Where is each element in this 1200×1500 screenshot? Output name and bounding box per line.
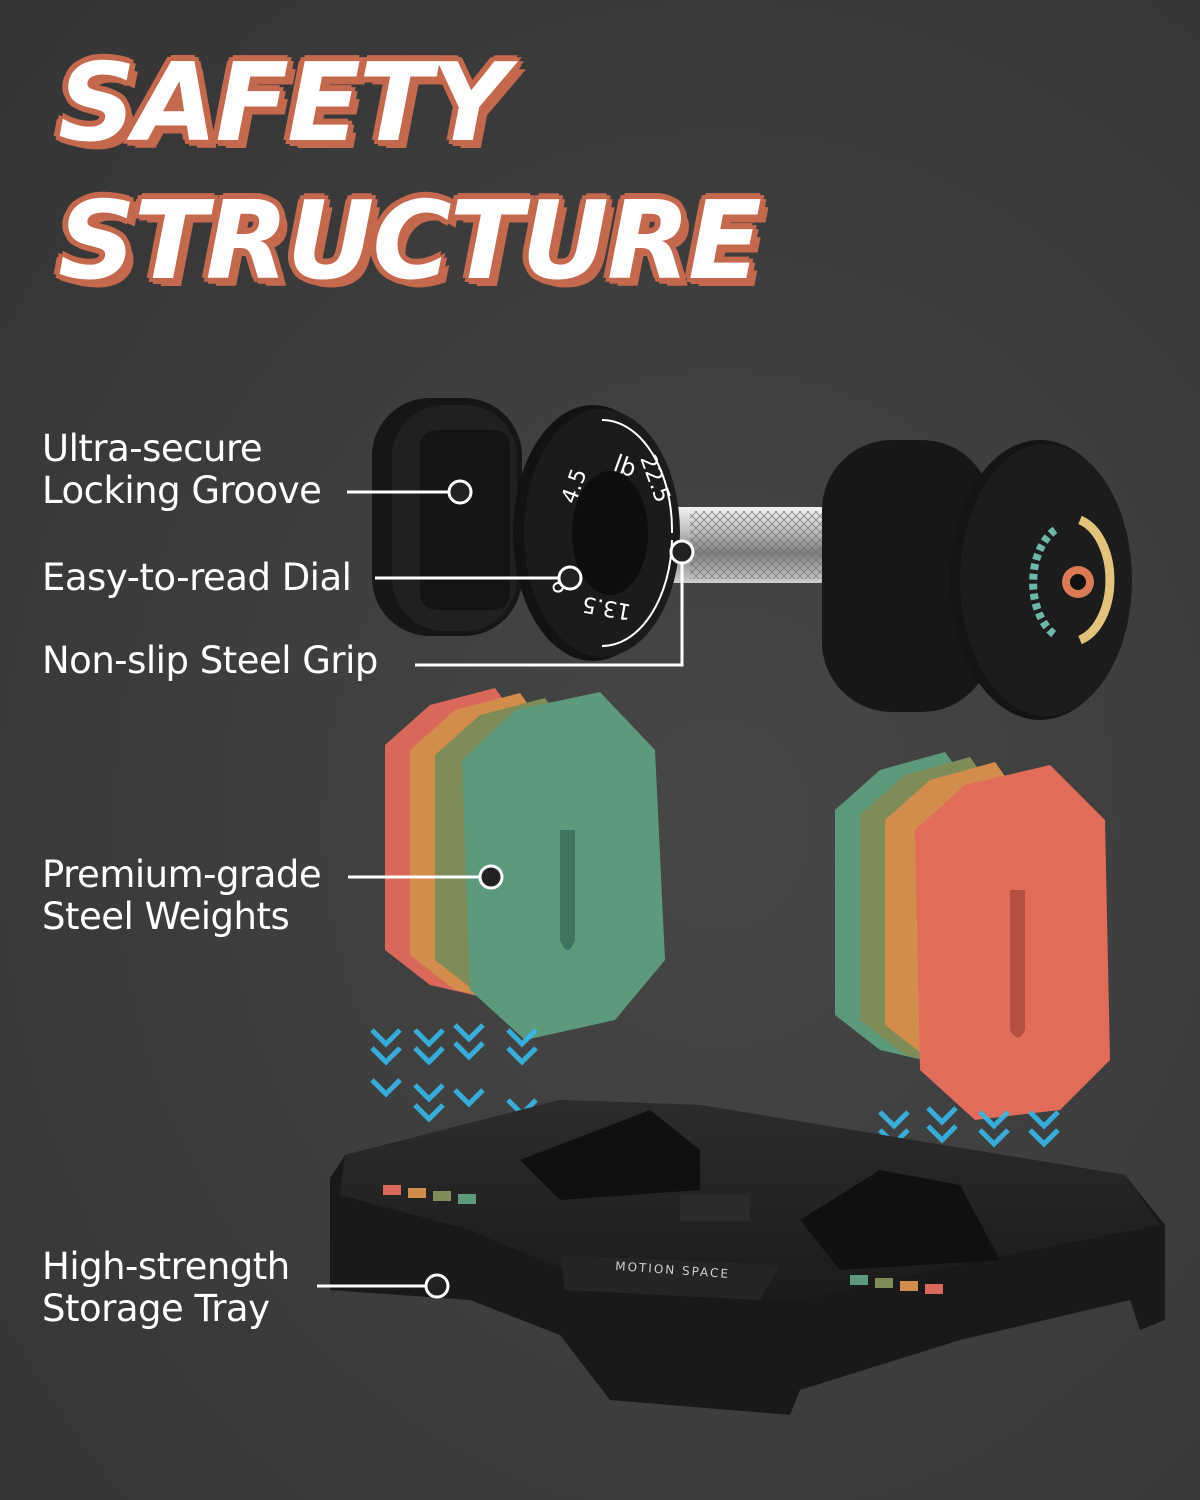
callout-steel-grip: Non-slip Steel Grip — [42, 639, 378, 682]
weight-dial: lb 4.5 22.5 13.5 9 — [513, 405, 680, 661]
headline-line-2: STRUCTURE — [58, 179, 762, 304]
callout-dots — [424, 479, 695, 1299]
right-weight-plates — [835, 752, 1110, 1120]
right-housing — [822, 440, 1132, 720]
callout-lines — [317, 490, 684, 1288]
left-housing — [372, 398, 522, 636]
callout-dial: Easy-to-read Dial — [42, 556, 352, 599]
headline-line-1: SAFETY — [58, 41, 509, 166]
left-weight-plates — [385, 688, 665, 1040]
storage-tray: MOTION SPACE — [330, 1100, 1165, 1415]
